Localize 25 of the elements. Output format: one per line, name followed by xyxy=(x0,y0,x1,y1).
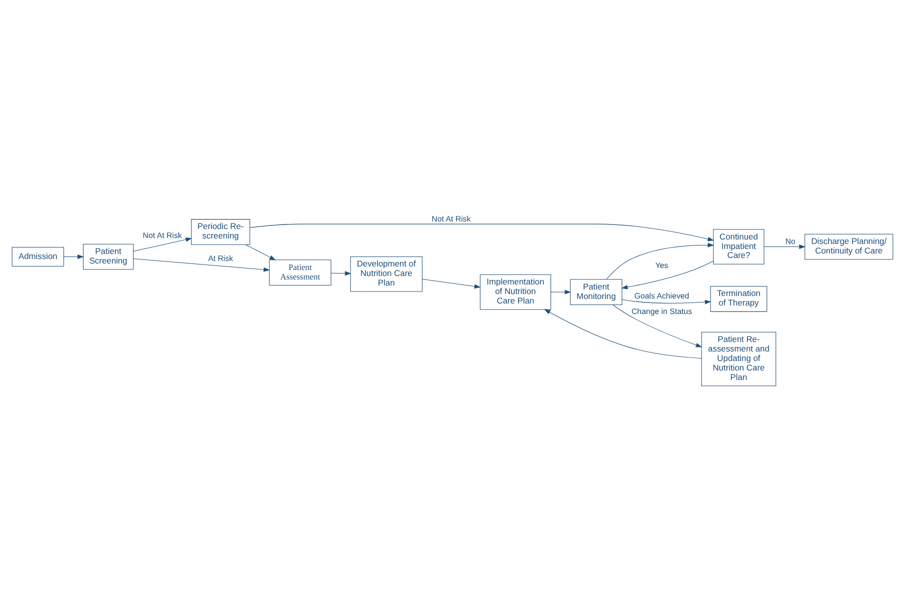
arrow xyxy=(64,254,84,258)
arrow xyxy=(606,242,714,280)
arrow xyxy=(764,244,806,248)
arrow xyxy=(544,308,702,358)
node-box: Periodic Re-screening xyxy=(191,218,250,244)
node-box: Patient Monitoring xyxy=(570,278,622,304)
node-box: Admission xyxy=(12,246,64,266)
node-box: Development of Nutrition Care Plan xyxy=(350,256,422,292)
node-box: Continued Impatient Care? xyxy=(713,228,764,264)
arrow xyxy=(622,298,712,304)
node-box: Termination of Therapy xyxy=(710,286,768,312)
node-box: Discharge Planning/ Continuity of Care xyxy=(804,233,894,260)
arrow xyxy=(621,260,714,289)
arrow xyxy=(550,289,572,294)
node-box: Patient Re-assessment and Updating of Nutrition Care Plan xyxy=(701,331,776,386)
node-box: Implementation of Nutrition Care Plan xyxy=(480,274,552,310)
arrow xyxy=(422,278,481,288)
arrow xyxy=(133,236,192,252)
node-box: Patient Assessment xyxy=(269,259,332,285)
arrow xyxy=(245,244,276,260)
arrow xyxy=(330,270,352,276)
arrow xyxy=(612,304,702,347)
arrow xyxy=(133,258,270,272)
arrow xyxy=(250,223,714,241)
node-box: Patient Screening xyxy=(83,243,134,270)
